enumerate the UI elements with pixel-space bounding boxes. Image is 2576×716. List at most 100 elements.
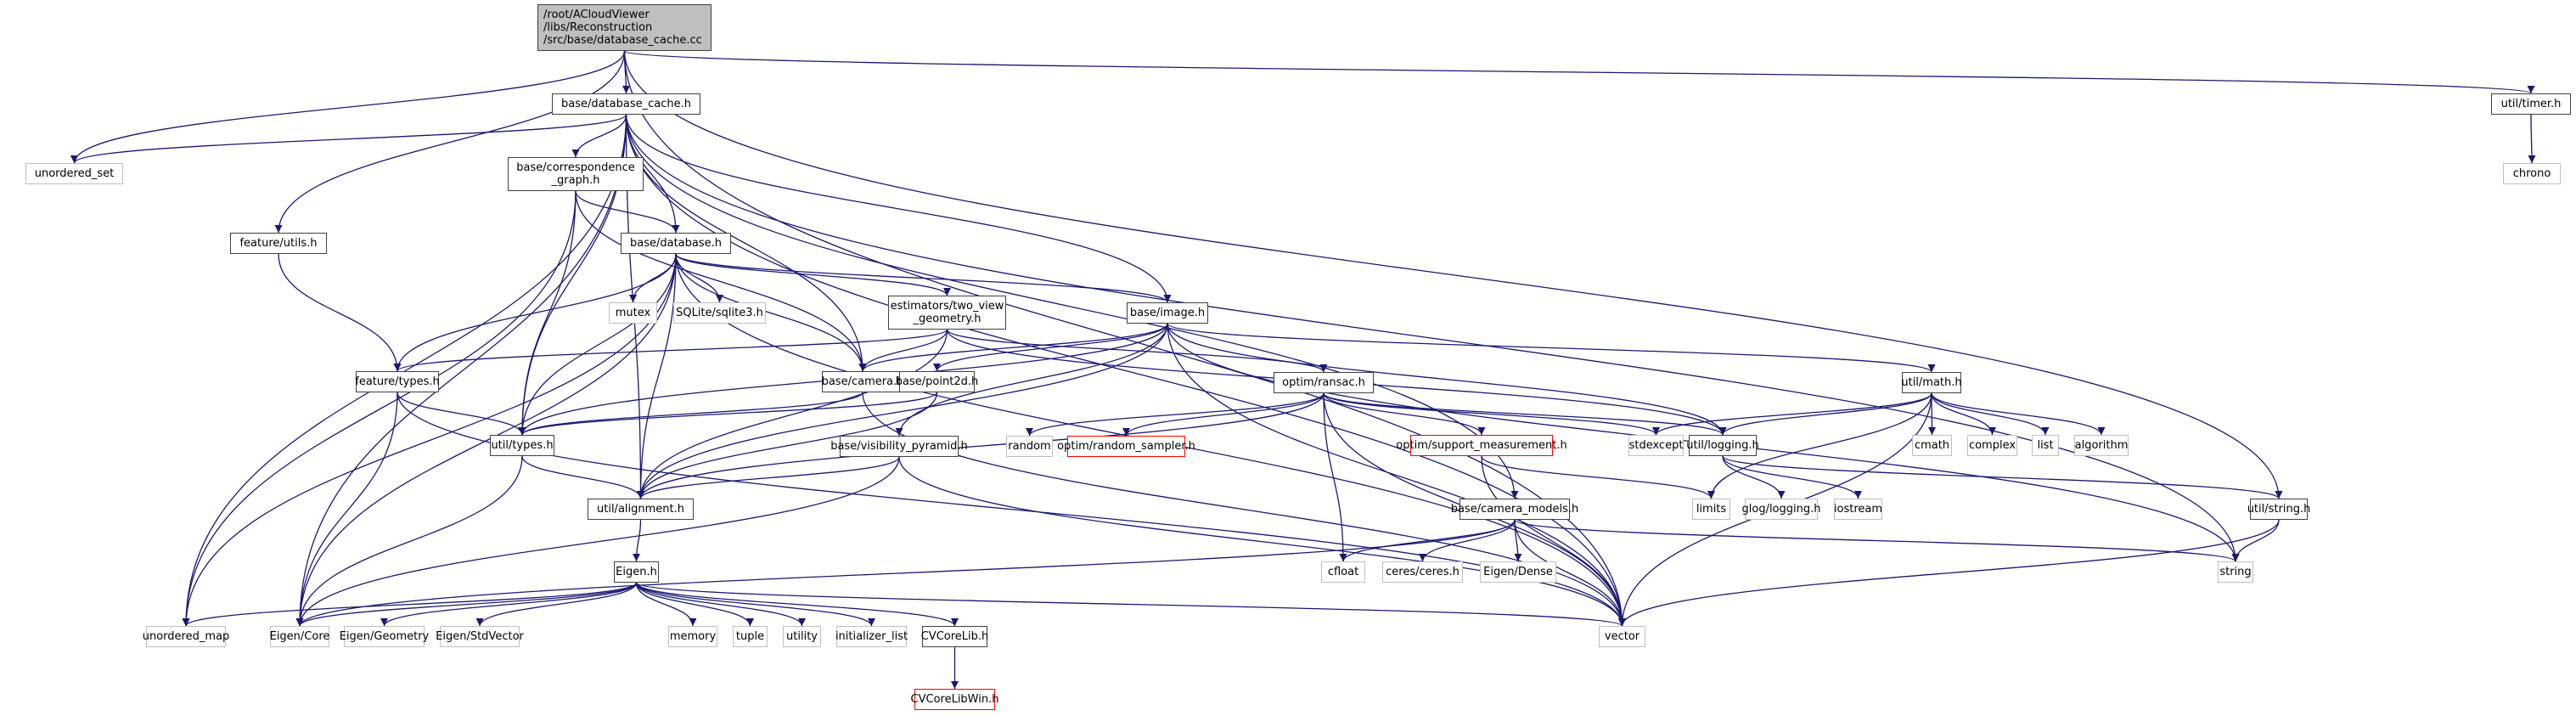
edge-two-view-geometry-h-to-camera-h (858, 329, 948, 372)
edge-correspondence-graph-h-to-camera-h (575, 190, 867, 372)
edge-database-h-to-feature-types-h (393, 253, 677, 372)
node-label: stdexcept (1628, 439, 1684, 452)
edge-database-h-to-camera-h (675, 253, 867, 372)
edge-correspondence-graph-h-to-database-h (575, 190, 680, 234)
edge-image-h-to-logging-h (1167, 323, 1727, 436)
node-label: estimators/two_view _geometry.h (890, 300, 1004, 325)
node-label: utility (786, 630, 818, 643)
node-label: Eigen.h (616, 566, 657, 578)
graph-node-string-h[interactable]: util/string.h (2247, 499, 2311, 520)
graph-node-ransac-h[interactable]: optim/ransac.h (1274, 372, 1374, 393)
node-label: util/logging.h (1686, 439, 1759, 452)
graph-node-chrono: chrono (2503, 163, 2561, 184)
graph-node-eigen-dense: Eigen/Dense (1480, 561, 1556, 583)
graph-node-database-h[interactable]: base/database.h (621, 233, 731, 254)
edge-math-h-to-list (1931, 392, 2050, 436)
node-label: algorithm (2074, 439, 2129, 452)
edge-image-h-to-point2d-h (933, 323, 1168, 372)
edge-support-measurement-h-to-limits (1481, 455, 1715, 499)
graph-node-list: list (2032, 435, 2059, 456)
edge-visibility-pyramid-h-to-vector (898, 456, 1626, 627)
edge-root-to-feature-utils-h (274, 50, 626, 234)
graph-node-eigen-h[interactable]: Eigen.h (614, 561, 659, 583)
edge-camera-models-h-to-vector (1514, 519, 1627, 627)
graph-node-util-types-h[interactable]: util/types.h (490, 435, 554, 456)
graph-node-timer-h[interactable]: util/timer.h (2491, 93, 2571, 115)
node-label: ceres/ceres.h (1386, 566, 1460, 578)
graph-node-correspondence-graph-h[interactable]: base/correspondence _graph.h (508, 157, 644, 191)
graph-node-cvcorelib-h[interactable]: CVCoreLib.h (921, 626, 988, 647)
node-label: Eigen/StdVector (436, 630, 524, 643)
graph-node-image-h[interactable]: base/image.h (1127, 302, 1208, 324)
edge-root-to-unordered-set (70, 50, 626, 164)
edge-root-to-string-h (623, 50, 2283, 499)
edge-eigen-h-to-eigen-stdvector (475, 582, 638, 627)
edge-database-h-to-two-view-geometry-h (675, 253, 951, 296)
edge-image-h-to-math-h (1167, 323, 1936, 373)
node-label: feature/utils.h (239, 237, 318, 250)
graph-node-random-sampler-h: optim/random_sampler.h (1057, 436, 1195, 457)
edge-database-cache-h-to-camera-models-h (625, 114, 1519, 499)
edge-eigen-h-to-utility (635, 582, 806, 627)
graph-node-alignment-h[interactable]: util/alignment.h (588, 499, 694, 520)
edge-database-cache-h-to-eigen-core (295, 114, 627, 627)
graph-node-feature-types-h[interactable]: feature/types.h (355, 371, 440, 392)
edge-feature-types-h-to-util-types-h (397, 392, 526, 436)
edge-string-h-to-vector (1618, 519, 2280, 627)
edge-logging-h-to-iostream (1722, 455, 1862, 499)
edge-eigen-h-to-tuple (635, 582, 755, 627)
edge-camera-models-h-to-eigen-core (295, 519, 1516, 627)
graph-node-iostream: iostream (1834, 499, 1882, 520)
edge-two-view-geometry-h-to-alignment-h (636, 329, 948, 499)
node-label: util/timer.h (2500, 98, 2562, 110)
node-label: string (2219, 566, 2252, 578)
node-label: complex (1968, 439, 2016, 452)
edge-database-cache-h-to-unordered-set (70, 114, 627, 164)
edge-database-cache-h-to-string (625, 114, 2240, 562)
edge-eigen-h-to-cvcorelib-h (635, 582, 959, 627)
graph-node-two-view-geometry-h[interactable]: estimators/two_view _geometry.h (888, 296, 1006, 330)
edge-math-h-to-algorithm (1931, 392, 2106, 436)
graph-node-feature-utils-h[interactable]: feature/utils.h (230, 233, 327, 254)
node-label: CVCoreLibWin.h (910, 693, 999, 706)
graph-node-visibility-pyramid-h[interactable]: base/visibility_pyramid.h (830, 436, 968, 457)
node-label: Eigen/Dense (1483, 566, 1553, 578)
node-label: base/image.h (1129, 307, 1206, 319)
edge-ransac-h-to-random (1026, 392, 1325, 437)
graph-node-point2d-h[interactable]: base/point2d.h (895, 371, 979, 392)
edge-alignment-h-to-eigen-h (632, 519, 642, 562)
edge-eigen-h-to-eigen-geometry (380, 582, 638, 627)
graph-node-math-h[interactable]: util/math.h (1901, 372, 1962, 393)
graph-node-utility: utility (783, 626, 821, 647)
graph-node-cmath: cmath (1912, 435, 1952, 456)
graph-node-root[interactable]: /root/ACloudViewer /libs/Reconstruction … (537, 4, 711, 51)
node-label: Eigen/Core (269, 630, 330, 643)
node-label: limits (1696, 503, 1727, 516)
edge-database-h-to-util-types-h (518, 253, 677, 436)
graph-node-memory: memory (668, 626, 717, 647)
edge-eigen-h-to-initializer-list (635, 582, 875, 627)
edge-logging-h-to-string-h (1722, 455, 2283, 499)
graph-node-ceres-h: ceres/ceres.h (1382, 561, 1463, 583)
node-label: util/alignment.h (597, 503, 684, 516)
edge-database-h-to-alignment-h (636, 253, 677, 499)
edge-camera-h-to-util-types-h (518, 392, 863, 436)
node-label: initializer_list (835, 630, 908, 643)
node-label: util/string.h (2247, 503, 2311, 516)
graph-node-string: string (2218, 561, 2253, 583)
edge-math-h-to-stdexcept (1652, 392, 1932, 436)
graph-node-camera-h[interactable]: base/camera.h (822, 371, 903, 392)
graph-node-unordered-set: unordered_set (25, 163, 123, 184)
graph-node-logging-h[interactable]: util/logging.h (1686, 435, 1759, 456)
edge-two-view-geometry-h-to-feature-types-h (393, 329, 948, 372)
graph-node-cvcorelibwin-h: CVCoreLibWin.h (911, 689, 998, 710)
edge-database-cache-h-to-vector (625, 114, 1627, 627)
edge-ransac-h-to-alignment-h (637, 392, 1325, 499)
graph-node-camera-models-h[interactable]: base/camera_models.h (1451, 499, 1578, 520)
edge-camera-models-h-to-cfloat (1339, 519, 1516, 562)
node-label: tuple (735, 630, 765, 643)
graph-node-database-cache-h[interactable]: base/database_cache.h (552, 93, 700, 115)
node-label: list (2037, 439, 2054, 452)
node-label: base/point2d.h (895, 375, 979, 388)
